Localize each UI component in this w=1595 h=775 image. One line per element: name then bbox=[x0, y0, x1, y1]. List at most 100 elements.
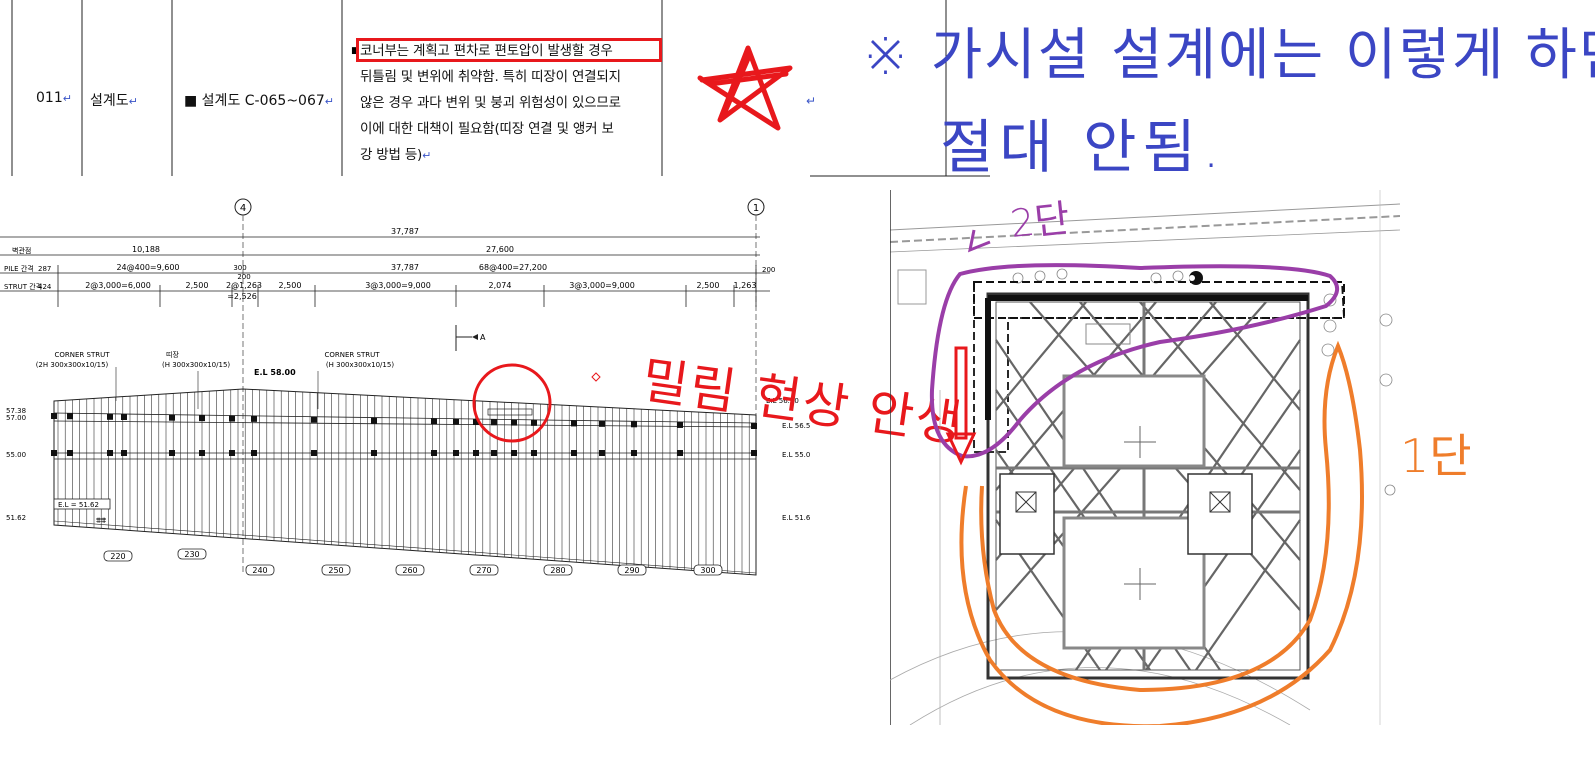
strut-node bbox=[571, 420, 577, 427]
dim-label: 2@1,263 bbox=[226, 281, 262, 290]
drawing-ref-cell: ■ 설계도 C-065~067↵ bbox=[184, 90, 334, 110]
strut-node bbox=[631, 421, 637, 428]
comment-line: 강 방법 등)↵ bbox=[360, 147, 432, 163]
dim-label: 24@400=9,600 bbox=[116, 263, 179, 272]
strut-node bbox=[431, 418, 437, 425]
dim-label: 1,263 bbox=[734, 281, 757, 290]
level-label: E.L 56.5 bbox=[782, 422, 810, 430]
dim-total: 37,787 bbox=[391, 227, 419, 236]
red-down-arrow-icon bbox=[945, 346, 977, 466]
return-mark: ↵ bbox=[128, 95, 138, 108]
strut-node bbox=[229, 415, 235, 422]
doc-type: 설계도 bbox=[90, 93, 129, 109]
strut-node bbox=[251, 415, 257, 422]
strut-node bbox=[599, 420, 605, 427]
dim-label: 3@3,000=9,000 bbox=[365, 281, 431, 290]
review-comment: 코너부는 계획고 편차로 편토압이 발생할 경우 뒤틀림 및 변위에 취약함. … bbox=[360, 38, 660, 169]
tier1-loop bbox=[959, 340, 1364, 725]
level-label: 51.62 bbox=[6, 514, 26, 522]
station-box bbox=[469, 564, 499, 576]
strut-node bbox=[751, 423, 757, 429]
dim-label: 287 bbox=[38, 265, 51, 273]
strut-node bbox=[311, 416, 317, 423]
strut-node bbox=[107, 413, 113, 420]
strut-node bbox=[311, 450, 317, 456]
label-corner-strut: CORNER STRUT bbox=[325, 351, 381, 359]
strut-node bbox=[677, 450, 683, 456]
return-mark: ↵ bbox=[62, 92, 72, 105]
el-box-label: E.L = 51.62 bbox=[58, 501, 99, 509]
strut-node bbox=[199, 415, 205, 422]
dim-label: 300 bbox=[233, 264, 246, 272]
station-label: 270 bbox=[476, 566, 491, 575]
strut-node bbox=[473, 450, 479, 456]
strut-nodes bbox=[51, 413, 757, 456]
level-label: 57.38 bbox=[6, 407, 26, 415]
tier2-arrow-icon bbox=[967, 229, 991, 253]
level-label: 57.00 bbox=[6, 414, 26, 422]
row-number: 011 bbox=[36, 90, 63, 106]
section-marker: A bbox=[480, 333, 486, 342]
strut-node bbox=[453, 450, 459, 456]
handwritten-note-line2: 절대 안됨. bbox=[940, 113, 1227, 181]
tier2-loop bbox=[929, 263, 1339, 459]
strut-node bbox=[599, 450, 605, 456]
strut-node bbox=[453, 418, 459, 425]
dim-label: 10,188 bbox=[132, 245, 160, 254]
strut-node bbox=[531, 450, 537, 456]
dim-label: 200 bbox=[237, 273, 250, 281]
return-mark: ↵ bbox=[806, 94, 817, 108]
strut-node bbox=[51, 450, 57, 456]
station-box bbox=[245, 564, 275, 576]
handwritten-note-line1: ※ 가시설 설계에는 이렇게 하면 bbox=[862, 23, 1595, 88]
dim-label: 27,600 bbox=[486, 245, 514, 254]
comment-line: 않은 경우 과다 변위 및 붕괴 위험성이 있으므로 bbox=[360, 95, 621, 111]
strut-node bbox=[51, 413, 57, 419]
level-label: E.L 55.0 bbox=[782, 451, 810, 459]
strut-node bbox=[169, 450, 175, 456]
dim-label: 37,787 bbox=[391, 263, 419, 272]
dim-ticks bbox=[57, 265, 757, 307]
station-box bbox=[321, 564, 351, 576]
row-label: PILE 간격 bbox=[4, 264, 34, 273]
dim-label: 2,074 bbox=[489, 281, 512, 290]
station-box bbox=[103, 550, 133, 562]
station-label: 290 bbox=[624, 566, 639, 575]
strut-node bbox=[371, 450, 377, 456]
dim-label: 2,500 bbox=[186, 281, 209, 290]
strut-node bbox=[431, 450, 437, 456]
dim-label: 2@3,000=6,000 bbox=[85, 281, 151, 290]
station-label: 300 bbox=[700, 566, 715, 575]
strut-node bbox=[491, 450, 497, 456]
el-top-label: E.L 58.00 bbox=[254, 368, 296, 377]
strut-node bbox=[251, 450, 257, 456]
strut-node bbox=[491, 419, 497, 426]
strut-node bbox=[107, 450, 113, 456]
dim-label: 3@3,000=9,000 bbox=[569, 281, 635, 290]
strut-node bbox=[371, 417, 377, 424]
strut-node bbox=[169, 414, 175, 421]
station-box bbox=[395, 564, 425, 576]
strut-node bbox=[67, 413, 73, 420]
bullet-icon: ■ bbox=[351, 46, 360, 56]
star-mark-icon bbox=[697, 45, 793, 131]
station-box bbox=[617, 564, 647, 576]
strut-node bbox=[67, 450, 73, 456]
grid-label-4: 4 bbox=[240, 203, 246, 214]
strut-node bbox=[751, 450, 757, 456]
plan-drawing bbox=[890, 190, 1400, 725]
table-grid bbox=[11, 0, 990, 177]
handwritten-tier1-note: 1단 bbox=[1400, 429, 1472, 483]
comment-line: 뒤틀림 및 변위에 취약함. 특히 띠장이 연결되지 bbox=[360, 69, 621, 85]
strut-node bbox=[473, 419, 479, 426]
strut-node bbox=[677, 421, 683, 428]
dim-label: =2,526 bbox=[227, 292, 257, 301]
station-box bbox=[177, 548, 207, 560]
station-label: 260 bbox=[402, 566, 417, 575]
strut-node bbox=[121, 414, 127, 420]
drawing-ref: ■ 설계도 C-065~067 bbox=[184, 93, 325, 109]
station-label: 280 bbox=[550, 566, 565, 575]
dim-label: 2,500 bbox=[279, 281, 302, 290]
red-circle-mark bbox=[472, 363, 552, 443]
